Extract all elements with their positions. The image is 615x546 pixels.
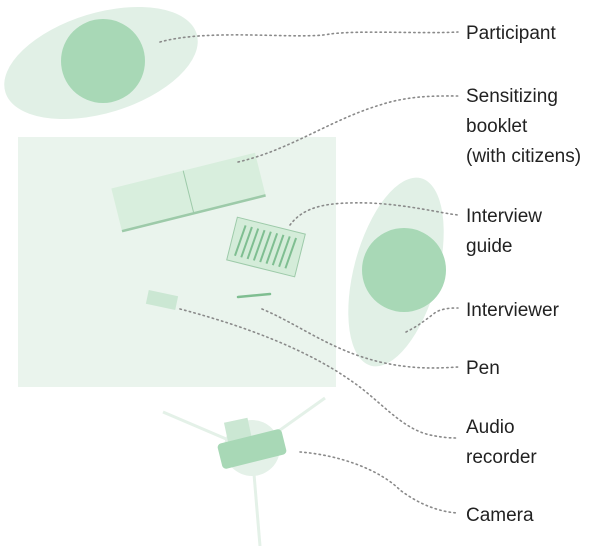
label-guide-2: guide [466,236,513,257]
label-sensitizing-1: Sensitizing [466,86,558,107]
guide-text-line [259,231,272,263]
label-sensitizing-3: (with citizens) [466,146,581,167]
leader-booklet [237,95,459,163]
guide-text-line [252,229,266,261]
participant-head [61,19,145,103]
guide-text-line [265,232,279,264]
label-participant: Participant [466,23,556,44]
label-sensitizing-2: booklet [466,116,528,137]
interviewer-figure [348,177,446,367]
label-pen: Pen [466,358,500,379]
booklet-spine [182,170,195,214]
guide-text-line [246,228,260,260]
audio-recorder [145,290,179,310]
booklet-right-page [183,152,266,214]
leader-recorder [179,308,459,439]
camera-rig [162,396,326,546]
leader-guide [289,202,459,226]
label-guide-1: Interview [466,206,542,227]
interviewer-head [362,228,446,312]
pen [236,292,272,299]
guide-text-lines [234,225,298,269]
labels: Participant Sensitizing booklet (with ci… [466,23,581,526]
leader-lines [159,31,459,514]
camera-body [217,429,287,469]
booklet-left-page [111,170,194,232]
guide-text-line [240,226,253,258]
leader-interviewer [405,307,459,333]
leader-participant [159,31,459,43]
guide-text-line [271,234,285,266]
leader-camera [299,451,459,514]
guide-text-line [284,237,298,269]
label-audio-1: Audio [466,417,515,438]
guide-text-line [234,225,247,257]
interview-guide [226,216,306,278]
label-camera: Camera [466,505,534,526]
guide-text-line [278,236,291,268]
label-interviewer: Interviewer [466,300,560,321]
label-audio-2: recorder [466,447,537,468]
booklet-edge [121,194,266,233]
participant-figure [4,6,198,120]
sensitizing-booklet [111,152,266,233]
